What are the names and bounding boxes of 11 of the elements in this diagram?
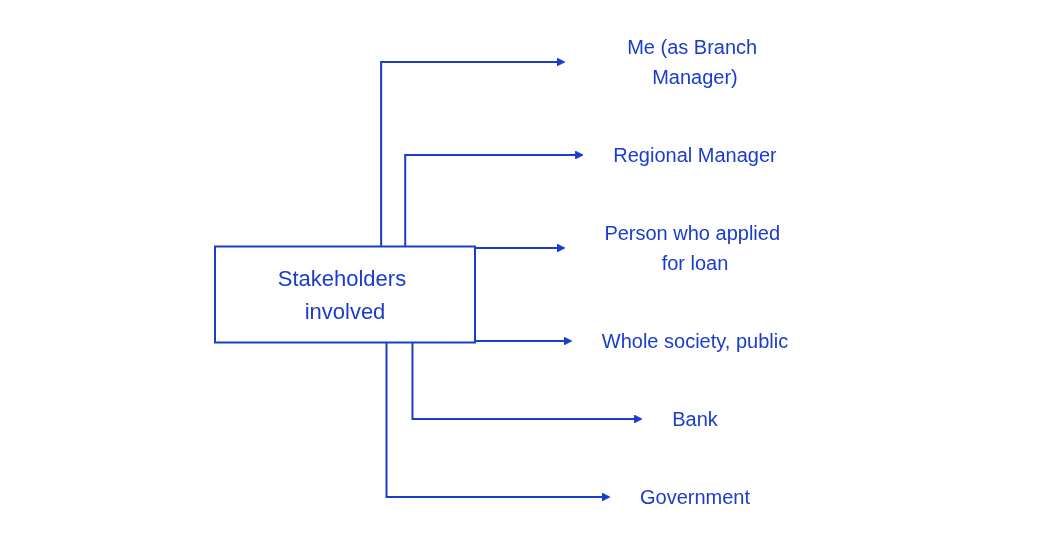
node-text: Government <box>639 486 750 508</box>
node-text: Regional Manager <box>612 144 777 166</box>
arrow <box>385 341 610 502</box>
arrow <box>410 341 643 424</box>
node-box: Stakeholders involved <box>213 245 476 344</box>
arrow <box>379 57 565 248</box>
node-text: Me (as Branch Manager) <box>626 36 757 88</box>
node-text: Person who applied for loan <box>603 222 780 274</box>
node-text: Bank <box>671 408 718 430</box>
node-text: Whole society, public <box>601 330 788 352</box>
arrow <box>403 150 584 248</box>
